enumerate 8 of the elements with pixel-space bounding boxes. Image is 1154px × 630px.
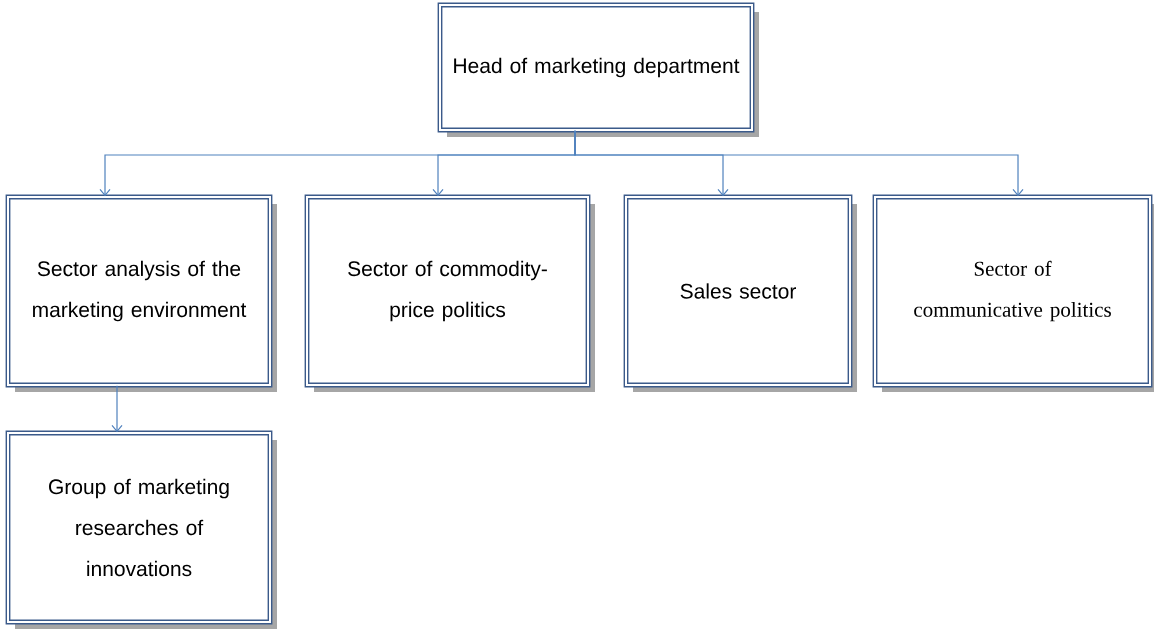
org-box: Sector of commodity-price politics bbox=[304, 194, 595, 392]
org-box: Sector of communicative politics bbox=[872, 194, 1154, 392]
org-box: Head of marketing department bbox=[437, 2, 759, 137]
org-box: Sales sector bbox=[623, 194, 857, 392]
org-box: Group of marketing researches of innovations bbox=[5, 430, 277, 629]
org-box: Sector analysis of the marketing environment bbox=[5, 194, 277, 392]
arrow bbox=[574, 130, 1024, 197]
arrow bbox=[111, 385, 123, 433]
